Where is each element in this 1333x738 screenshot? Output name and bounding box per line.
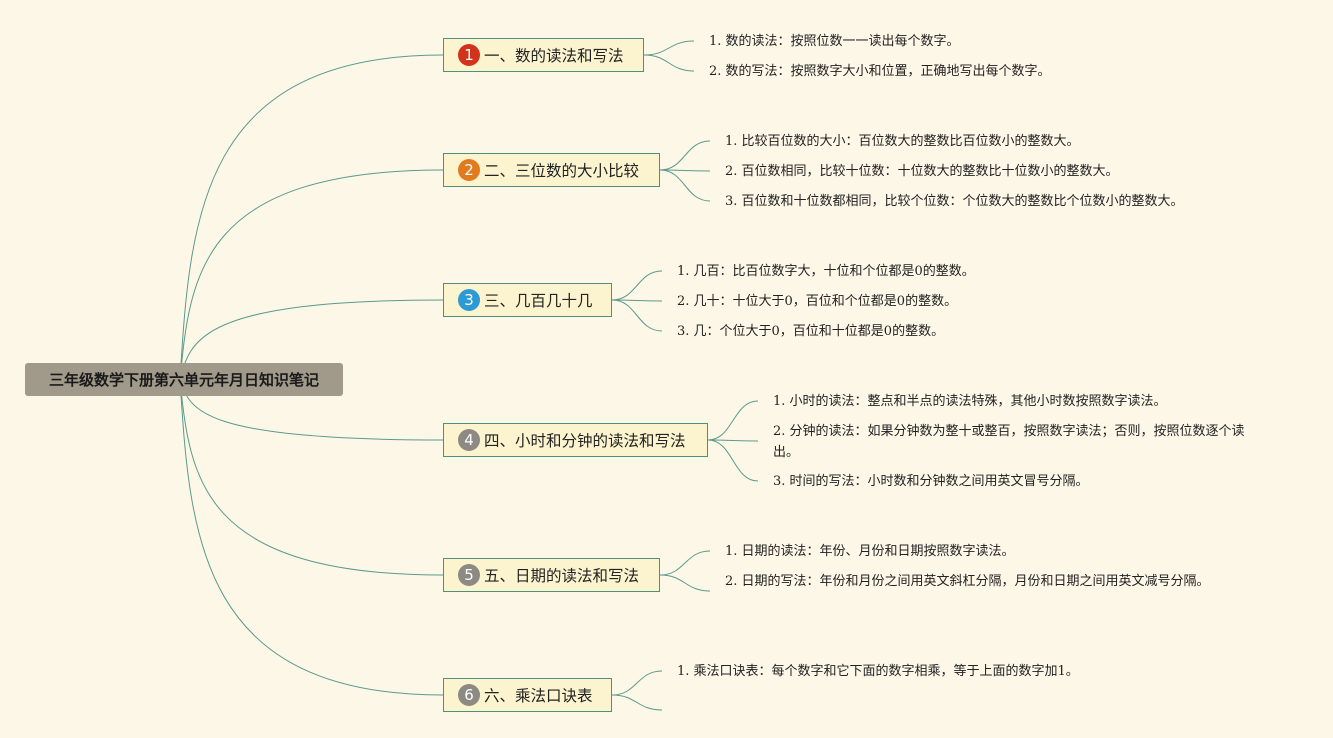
leaf-topic[interactable]: 1. 比较百位数的大小：百位数大的整数比百位数小的整数大。 bbox=[725, 134, 1080, 149]
branch-topic-5[interactable]: 5 五、日期的读法和写法 bbox=[443, 558, 660, 592]
leaf-topic[interactable]: 3. 百位数和十位数都相同，比较个位数：个位数大的整数比个位数小的整数大。 bbox=[725, 194, 1184, 209]
number-badge-icon: 5 bbox=[458, 564, 480, 586]
leaf-topic[interactable]: 1. 数的读法：按照位数一一读出每个数字。 bbox=[709, 34, 960, 49]
branch-title: 二、三位数的大小比较 bbox=[484, 162, 640, 180]
root-connector bbox=[179, 379, 444, 696]
leaf-connector bbox=[707, 400, 759, 441]
branch-title: 四、小时和分钟的读法和写法 bbox=[484, 432, 686, 450]
number-badge-icon: 3 bbox=[458, 289, 480, 311]
leaf-topic[interactable]: 1. 乘法口诀表：每个数字和它下面的数字相乘，等于上面的数字加1。 bbox=[677, 664, 1079, 679]
leaf-connector bbox=[611, 299, 663, 302]
leaf-connector bbox=[611, 270, 663, 301]
root-connector bbox=[179, 379, 444, 576]
leaf-connector bbox=[659, 574, 711, 592]
leaf-connector bbox=[643, 54, 695, 72]
leaf-topic[interactable]: 2. 分钟的读法：如果分钟数为整十或整百，按照数字读法；否则，按照位数逐个读出。 bbox=[773, 424, 1245, 460]
branch-topic-2[interactable]: 2 二、三位数的大小比较 bbox=[443, 153, 660, 187]
branch-title: 六、乘法口诀表 bbox=[484, 687, 593, 705]
root-topic[interactable]: 三年级数学下册第六单元年月日知识笔记 bbox=[25, 363, 343, 396]
leaf-topic[interactable]: 2. 日期的写法：年份和月份之间用英文斜杠分隔，月份和日期之间用英文减号分隔。 bbox=[725, 574, 1210, 589]
leaf-topic[interactable]: 1. 日期的读法：年份、月份和日期按照数字读法。 bbox=[725, 544, 1015, 559]
leaf-topic[interactable]: 1. 小时的读法：整点和半点的读法特殊，其他小时数按照数字读法。 bbox=[773, 394, 1167, 409]
leaf-topic[interactable]: 2. 几十：十位大于0，百位和个位都是0的整数。 bbox=[677, 294, 958, 309]
leaf-topic[interactable]: 2. 数的写法：按照数字大小和位置，正确地写出每个数字。 bbox=[709, 64, 1051, 79]
number-badge-icon: 4 bbox=[458, 429, 480, 451]
leaf-topic[interactable]: 3. 时间的写法：小时数和分钟数之间用英文冒号分隔。 bbox=[773, 474, 1089, 489]
leaf-connector bbox=[659, 169, 711, 202]
leaf-connector bbox=[659, 169, 711, 172]
leaf-topic[interactable]: 3. 几：个位大于0，百位和十位都是0的整数。 bbox=[677, 324, 945, 339]
leaf-topic[interactable]: 2. 百位数相同，比较十位数：十位数大的整数比十位数小的整数大。 bbox=[725, 164, 1119, 179]
leaf-connector bbox=[643, 40, 695, 56]
branch-title: 五、日期的读法和写法 bbox=[484, 567, 640, 585]
leaf-connector bbox=[611, 299, 663, 332]
branch-topic-4[interactable]: 4 四、小时和分钟的读法和写法 bbox=[443, 423, 708, 457]
root-title: 三年级数学下册第六单元年月日知识笔记 bbox=[48, 371, 319, 389]
number-badge-icon: 2 bbox=[458, 159, 480, 181]
leaf-connector bbox=[659, 140, 711, 171]
branch-title: 三、几百几十几 bbox=[484, 292, 593, 310]
branch-topic-1[interactable]: 1 一、数的读法和写法 bbox=[443, 38, 644, 72]
leaf-connector bbox=[611, 670, 663, 696]
branch-topic-6[interactable]: 6 六、乘法口诀表 bbox=[443, 678, 612, 712]
number-badge-icon: 1 bbox=[458, 44, 480, 66]
leaf-topic[interactable]: 1. 几百：比百位数字大，十位和个位都是0的整数。 bbox=[677, 264, 975, 279]
root-connector bbox=[179, 169, 444, 381]
number-badge-icon: 6 bbox=[458, 684, 480, 706]
leaf-connector bbox=[611, 694, 663, 711]
root-connector bbox=[179, 54, 444, 381]
leaf-connector bbox=[659, 550, 711, 576]
branch-title: 一、数的读法和写法 bbox=[484, 47, 624, 65]
leaf-connector bbox=[707, 439, 759, 442]
branch-topic-3[interactable]: 3 三、几百几十几 bbox=[443, 283, 612, 317]
leaf-connector bbox=[707, 439, 759, 482]
